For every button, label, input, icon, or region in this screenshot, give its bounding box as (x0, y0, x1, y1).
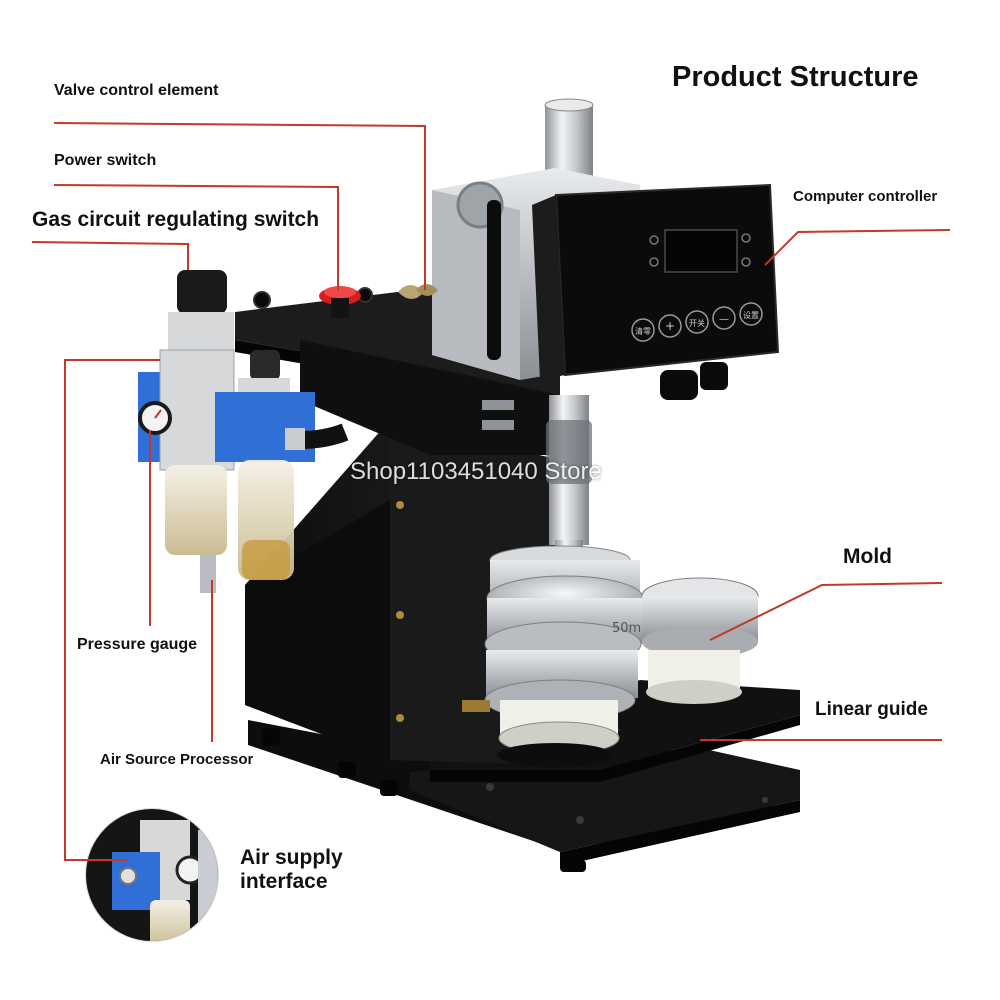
leader-gas-circuit (31, 241, 189, 270)
leader-valve-control (53, 122, 426, 290)
page-title: Product Structure (672, 61, 919, 93)
controller-button-clear: 清零 (635, 326, 651, 336)
air-supply-inset (85, 808, 219, 942)
controller-buttons: 清零 + 开关 — 设置 (631, 302, 763, 342)
air-source-processor (138, 270, 349, 593)
callout-computer-controller: Computer controller (793, 188, 938, 205)
computer-controller: 清零 + 开关 — 设置 (532, 183, 780, 400)
mold-left: 50mm (462, 545, 654, 767)
controller-button-settings: 设置 (743, 310, 759, 320)
callout-air-supply-interface: Air supply interface (240, 846, 343, 894)
callout-pressure-gauge: Pressure gauge (77, 636, 198, 653)
leader-mold (709, 582, 943, 641)
callout-mold: Mold (843, 545, 892, 568)
leader-power-switch (53, 184, 339, 290)
callout-air-source-processor: Air Source Processor (100, 751, 254, 768)
controller-button-minus: — (719, 314, 729, 325)
leader-air-supply (64, 359, 160, 861)
controller-button-plus: + (665, 319, 675, 333)
mold-right (641, 577, 759, 704)
callout-power-switch: Power switch (54, 152, 157, 169)
callout-valve-control-element: Valve control element (54, 82, 219, 99)
callout-gas-circuit-regulating-switch: Gas circuit regulating switch (32, 208, 320, 231)
leader-lines (31, 122, 951, 861)
controller-button-power: 开关 (689, 318, 705, 328)
store-watermark: Shop1103451040 Store (350, 458, 602, 485)
callout-linear-guide: Linear guide (815, 699, 928, 720)
leader-computer-controller (764, 229, 951, 266)
